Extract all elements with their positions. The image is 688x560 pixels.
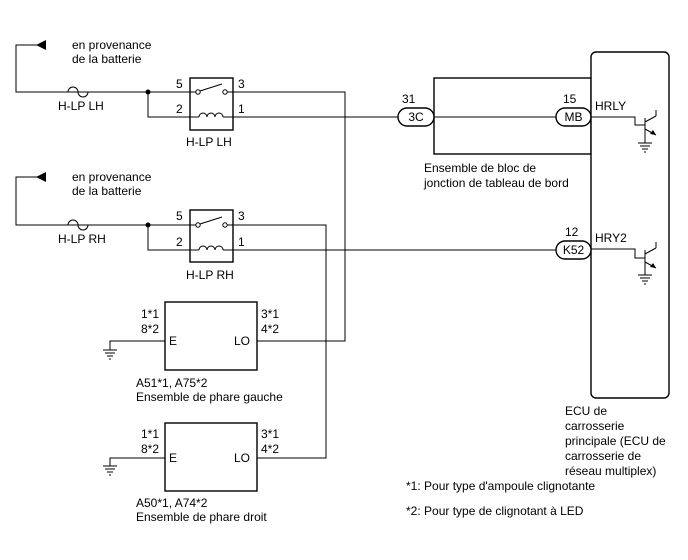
hl-right-pin-8: 8*2 bbox=[141, 442, 159, 456]
relay-rh-label: H-LP RH bbox=[186, 268, 234, 282]
battery-feed-lh: en provenance de la batterie bbox=[15, 38, 152, 93]
battery-label-lh-2: de la batterie bbox=[72, 52, 142, 66]
ecu-hry2: HRY2 bbox=[595, 231, 627, 245]
hl-left-term-e: E bbox=[169, 334, 177, 348]
relay-lh-pin-1: 1 bbox=[238, 102, 245, 116]
hl-right-pin-3: 3*1 bbox=[261, 427, 279, 441]
fuse-rh: H-LP RH bbox=[58, 219, 106, 246]
relay-lh-pin-2: 2 bbox=[176, 102, 183, 116]
note-2: *2: Pour type de clignotant à LED bbox=[406, 504, 584, 518]
hl-right-pin-4: 4*2 bbox=[261, 442, 279, 456]
battery-label-lh-1: en provenance bbox=[72, 38, 152, 52]
hl-right-pin-1: 1*1 bbox=[141, 427, 159, 441]
battery-feed-rh: en provenance de la batterie bbox=[15, 170, 152, 226]
hl-right-code: A50*1, A74*2 bbox=[136, 496, 208, 510]
hl-right-term-lo: LO bbox=[234, 451, 250, 465]
junction-caption-1: Ensemble de bloc de bbox=[424, 161, 536, 175]
hl-left-term-lo: LO bbox=[234, 334, 250, 348]
connector-k52: 12 K52 bbox=[555, 225, 592, 260]
relay-rh-pin-1: 1 bbox=[238, 235, 245, 249]
relay-rh-pin-2: 2 bbox=[176, 235, 183, 249]
relay-rh-pin-5: 5 bbox=[176, 209, 183, 223]
arrow-icon bbox=[36, 172, 46, 182]
relay-coil-icon bbox=[198, 245, 224, 251]
relay-lh-pin-3: 3 bbox=[238, 77, 245, 91]
fuse-lh: H-LP LH bbox=[58, 86, 104, 113]
transistor-icon bbox=[591, 242, 657, 285]
connector-mb-label: MB bbox=[565, 110, 583, 124]
hl-left-pin-3: 3*1 bbox=[261, 307, 279, 321]
battery-label-rh-1: en provenance bbox=[72, 170, 152, 184]
relay-lh-pin-5: 5 bbox=[176, 77, 183, 91]
battery-label-rh-2: de la batterie bbox=[72, 184, 142, 198]
hl-right-term-e: E bbox=[169, 451, 177, 465]
ecu-pin-12: 12 bbox=[565, 225, 579, 239]
ground-icon bbox=[103, 349, 117, 360]
hl-left-pin-4: 4*2 bbox=[261, 322, 279, 336]
headlight-left: 1*1 8*2 3*1 4*2 E LO A51*1, A75*2 Ensemb… bbox=[103, 301, 283, 404]
fuse-icon bbox=[67, 86, 89, 98]
ecu-body: HRLY HRY2 bbox=[565, 51, 670, 478]
ecu-caption-3: principale (ECU de bbox=[565, 434, 666, 448]
ecu-caption-1: ECU de bbox=[565, 404, 607, 418]
relay-coil-icon bbox=[198, 112, 224, 118]
junction-pin-15: 15 bbox=[563, 92, 577, 106]
ground-icon bbox=[103, 465, 117, 476]
junction-caption-2: jonction de tableau de bord bbox=[423, 176, 569, 190]
ecu-caption-2: carrosserie bbox=[565, 419, 625, 433]
relay-rh-pin-3: 3 bbox=[238, 209, 245, 223]
junction-block: 31 3C 15 MB Ensemble de bloc de jonction… bbox=[397, 77, 592, 190]
hl-left-caption: Ensemble de phare gauche bbox=[136, 390, 283, 404]
hl-left-code: A51*1, A75*2 bbox=[136, 376, 208, 390]
fuse-rh-label: H-LP RH bbox=[58, 232, 106, 246]
arrow-icon bbox=[36, 40, 46, 50]
transistor-icon bbox=[591, 110, 657, 153]
fuse-icon bbox=[67, 219, 89, 231]
hl-left-pin-1: 1*1 bbox=[141, 307, 159, 321]
junction-pin-31: 31 bbox=[402, 92, 416, 106]
note-1: *1: Pour type d'ampoule clignotante bbox=[406, 479, 595, 493]
headlight-right: 1*1 8*2 3*1 4*2 E LO A50*1, A74*2 Ensemb… bbox=[103, 422, 279, 524]
hl-left-pin-8: 8*2 bbox=[141, 322, 159, 336]
relay-lh: 5 3 2 1 H-LP LH bbox=[176, 77, 245, 149]
hl-right-caption: Ensemble de phare droit bbox=[136, 510, 267, 524]
ecu-caption-5: réseau multiplex) bbox=[565, 464, 656, 478]
ecu-hrly: HRLY bbox=[595, 99, 626, 113]
connector-k52-label: K52 bbox=[563, 243, 585, 257]
fuse-lh-label: H-LP LH bbox=[58, 99, 104, 113]
ecu-caption-4: carrosserie de bbox=[565, 449, 641, 463]
relay-rh: 5 3 2 1 H-LP RH bbox=[176, 209, 245, 282]
connector-3c-label: 3C bbox=[408, 110, 424, 124]
relay-lh-label: H-LP LH bbox=[186, 135, 232, 149]
